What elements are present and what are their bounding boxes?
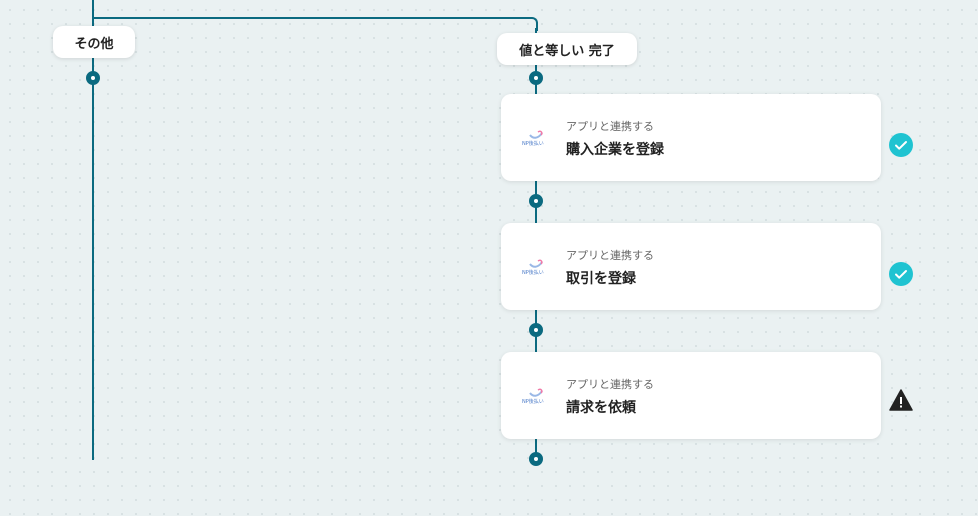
check-circle-icon (889, 133, 913, 157)
step-title: 請求を依頼 (566, 400, 636, 416)
connector-left (92, 0, 94, 460)
step-card[interactable]: NP後払い アプリと連携する 取引を登録 (501, 223, 881, 310)
np-atobarai-logo-icon: NP後払い (522, 259, 544, 276)
step-subtitle: アプリと連携する (566, 120, 654, 133)
connector-horizontal (92, 17, 526, 19)
step-card[interactable]: NP後払い アプリと連携する 請求を依頼 (501, 352, 881, 439)
branch-label-equals-complete[interactable]: 値と等しい 完了 (497, 33, 637, 65)
add-step-node[interactable] (529, 452, 543, 466)
step-subtitle: アプリと連携する (566, 249, 654, 262)
svg-text:NP後払い: NP後払い (522, 398, 544, 405)
svg-text:NP後払い: NP後払い (522, 269, 544, 276)
add-step-node[interactable] (529, 194, 543, 208)
step-title: 取引を登録 (566, 271, 636, 287)
add-step-node[interactable] (86, 71, 100, 85)
np-atobarai-logo-icon: NP後払い (522, 130, 544, 147)
add-step-node[interactable] (529, 323, 543, 337)
np-atobarai-logo-icon: NP後払い (522, 388, 544, 405)
connector-corner (524, 17, 538, 31)
svg-text:NP後払い: NP後払い (522, 140, 544, 147)
step-subtitle: アプリと連携する (566, 378, 654, 391)
step-title: 購入企業を登録 (566, 142, 664, 158)
step-card[interactable]: NP後払い アプリと連携する 購入企業を登録 (501, 94, 881, 181)
check-circle-icon (889, 262, 913, 286)
branch-label-other[interactable]: その他 (53, 26, 135, 58)
add-step-node[interactable] (529, 71, 543, 85)
warning-icon (889, 389, 913, 411)
